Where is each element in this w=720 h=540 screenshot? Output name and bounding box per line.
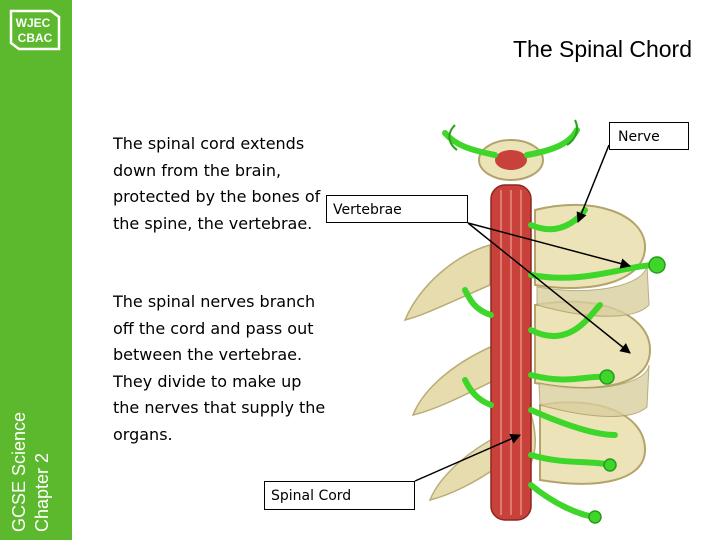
- course-line1: GCSE Science: [9, 411, 29, 532]
- spine-illustration: [403, 119, 666, 524]
- course-label: GCSE Science Chapter 2: [8, 362, 68, 532]
- wjec-cbac-logo: WJEC CBAC: [9, 9, 61, 51]
- label-nerve: Nerve: [609, 122, 689, 150]
- logo-line1: WJEC: [16, 16, 51, 30]
- label-vertebrae: Vertebrae: [326, 195, 468, 223]
- paragraph-spinal-cord: The spinal cord extends down from the br…: [113, 134, 321, 233]
- course-line2: Chapter 2: [32, 452, 52, 532]
- logo-line2: CBAC: [18, 31, 53, 45]
- sidebar-band: [0, 0, 72, 540]
- paragraph-spinal-nerves: The spinal nerves branch off the cord an…: [113, 292, 326, 444]
- slide-title: The Spinal Chord: [513, 36, 692, 62]
- label-spinal-cord: Spinal Cord: [264, 481, 415, 510]
